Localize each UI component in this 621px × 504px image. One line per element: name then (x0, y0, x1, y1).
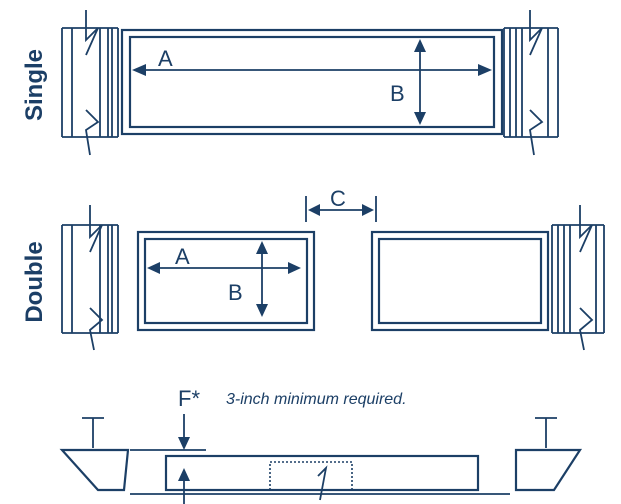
single-dimension-b: B (390, 39, 426, 125)
single-left-wall (61, 10, 119, 156)
single-dimension-a: A (132, 46, 492, 76)
double-left-pane (136, 230, 316, 332)
dimension-f-label: F* (178, 386, 200, 411)
double-label-b: B (228, 280, 243, 305)
single-window-frame (120, 28, 504, 136)
right-sill-bracket (514, 417, 583, 492)
double-dimension-c: C (305, 186, 377, 222)
window-depth-box (130, 449, 510, 501)
single-right-wall (503, 10, 559, 156)
left-sill-bracket (59, 417, 130, 492)
double-label-a: A (175, 244, 190, 269)
double-left-wall (61, 205, 119, 351)
single-label-a: A (158, 46, 173, 71)
double-label: Double (21, 241, 48, 322)
double-right-wall (551, 205, 605, 351)
single-window-section: Single (21, 10, 559, 156)
sill-depth-section: F* 3-inch minimum required. (59, 386, 583, 504)
double-dimension-a: A (147, 244, 301, 274)
double-dimension-b: B (228, 241, 268, 317)
minimum-note: 3-inch minimum required. (226, 391, 407, 408)
double-label-c: C (330, 186, 346, 211)
dimension-f-arrows (178, 414, 190, 504)
single-label: Single (21, 49, 48, 121)
double-right-pane (370, 230, 550, 332)
single-label-b: B (390, 81, 405, 106)
double-window-section: Double (21, 186, 605, 351)
